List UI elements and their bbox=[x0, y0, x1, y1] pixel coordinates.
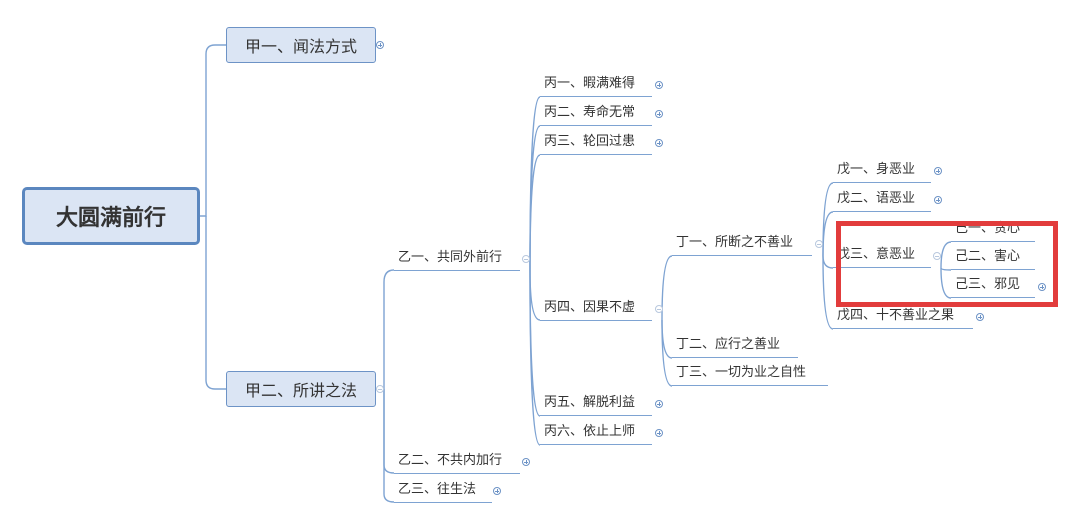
topic-ji2[interactable]: 己二、害心 bbox=[951, 248, 1035, 270]
topic-wu1[interactable]: 戊一、身恶业 bbox=[833, 161, 931, 183]
topic-wu3[interactable]: 戊三、意恶业 bbox=[833, 246, 931, 268]
expand-plus-icon[interactable] bbox=[934, 167, 942, 175]
topic-bing1[interactable]: 丙一、暇满难得 bbox=[540, 75, 652, 97]
collapse-minus-icon[interactable] bbox=[655, 305, 663, 313]
expand-plus-icon[interactable] bbox=[376, 41, 384, 49]
topic-bing3[interactable]: 丙三、轮回过患 bbox=[540, 133, 652, 155]
collapse-minus-icon[interactable] bbox=[376, 385, 384, 393]
topic-bing2[interactable]: 丙二、寿命无常 bbox=[540, 104, 652, 126]
collapse-minus-icon[interactable] bbox=[933, 252, 941, 260]
topic-wu2[interactable]: 戊二、语恶业 bbox=[833, 190, 931, 212]
topic-yi1[interactable]: 乙一、共同外前行 bbox=[394, 249, 520, 271]
topic-jia1[interactable]: 甲一、闻法方式 bbox=[226, 27, 376, 63]
topic-ji3[interactable]: 己三、邪见 bbox=[951, 276, 1035, 298]
topic-ding3[interactable]: 丁三、一切为业之自性 bbox=[672, 364, 828, 386]
expand-plus-icon[interactable] bbox=[655, 429, 663, 437]
topic-jia2[interactable]: 甲二、所讲之法 bbox=[226, 371, 376, 407]
topic-ding2[interactable]: 丁二、应行之善业 bbox=[672, 336, 798, 358]
root-topic[interactable]: 大圆满前行 bbox=[22, 187, 200, 245]
expand-plus-icon[interactable] bbox=[655, 81, 663, 89]
expand-plus-icon[interactable] bbox=[493, 487, 501, 495]
expand-plus-icon[interactable] bbox=[976, 313, 984, 321]
highlight-box bbox=[836, 221, 1058, 307]
collapse-minus-icon[interactable] bbox=[522, 255, 530, 263]
topic-yi3[interactable]: 乙三、往生法 bbox=[394, 481, 492, 503]
expand-plus-icon[interactable] bbox=[1038, 283, 1046, 291]
topic-yi2[interactable]: 乙二、不共内加行 bbox=[394, 452, 520, 474]
collapse-minus-icon[interactable] bbox=[815, 240, 823, 248]
expand-plus-icon[interactable] bbox=[934, 196, 942, 204]
expand-plus-icon[interactable] bbox=[655, 139, 663, 147]
topic-bing4[interactable]: 丙四、因果不虚 bbox=[540, 299, 652, 321]
topic-ding1[interactable]: 丁一、所断之不善业 bbox=[672, 234, 812, 256]
expand-plus-icon[interactable] bbox=[655, 110, 663, 118]
topic-bing6[interactable]: 丙六、依止上师 bbox=[540, 423, 652, 445]
topic-bing5[interactable]: 丙五、解脱利益 bbox=[540, 394, 652, 416]
expand-plus-icon[interactable] bbox=[655, 400, 663, 408]
expand-plus-icon[interactable] bbox=[522, 458, 530, 466]
topic-wu4[interactable]: 戊四、十不善业之果 bbox=[833, 307, 973, 329]
